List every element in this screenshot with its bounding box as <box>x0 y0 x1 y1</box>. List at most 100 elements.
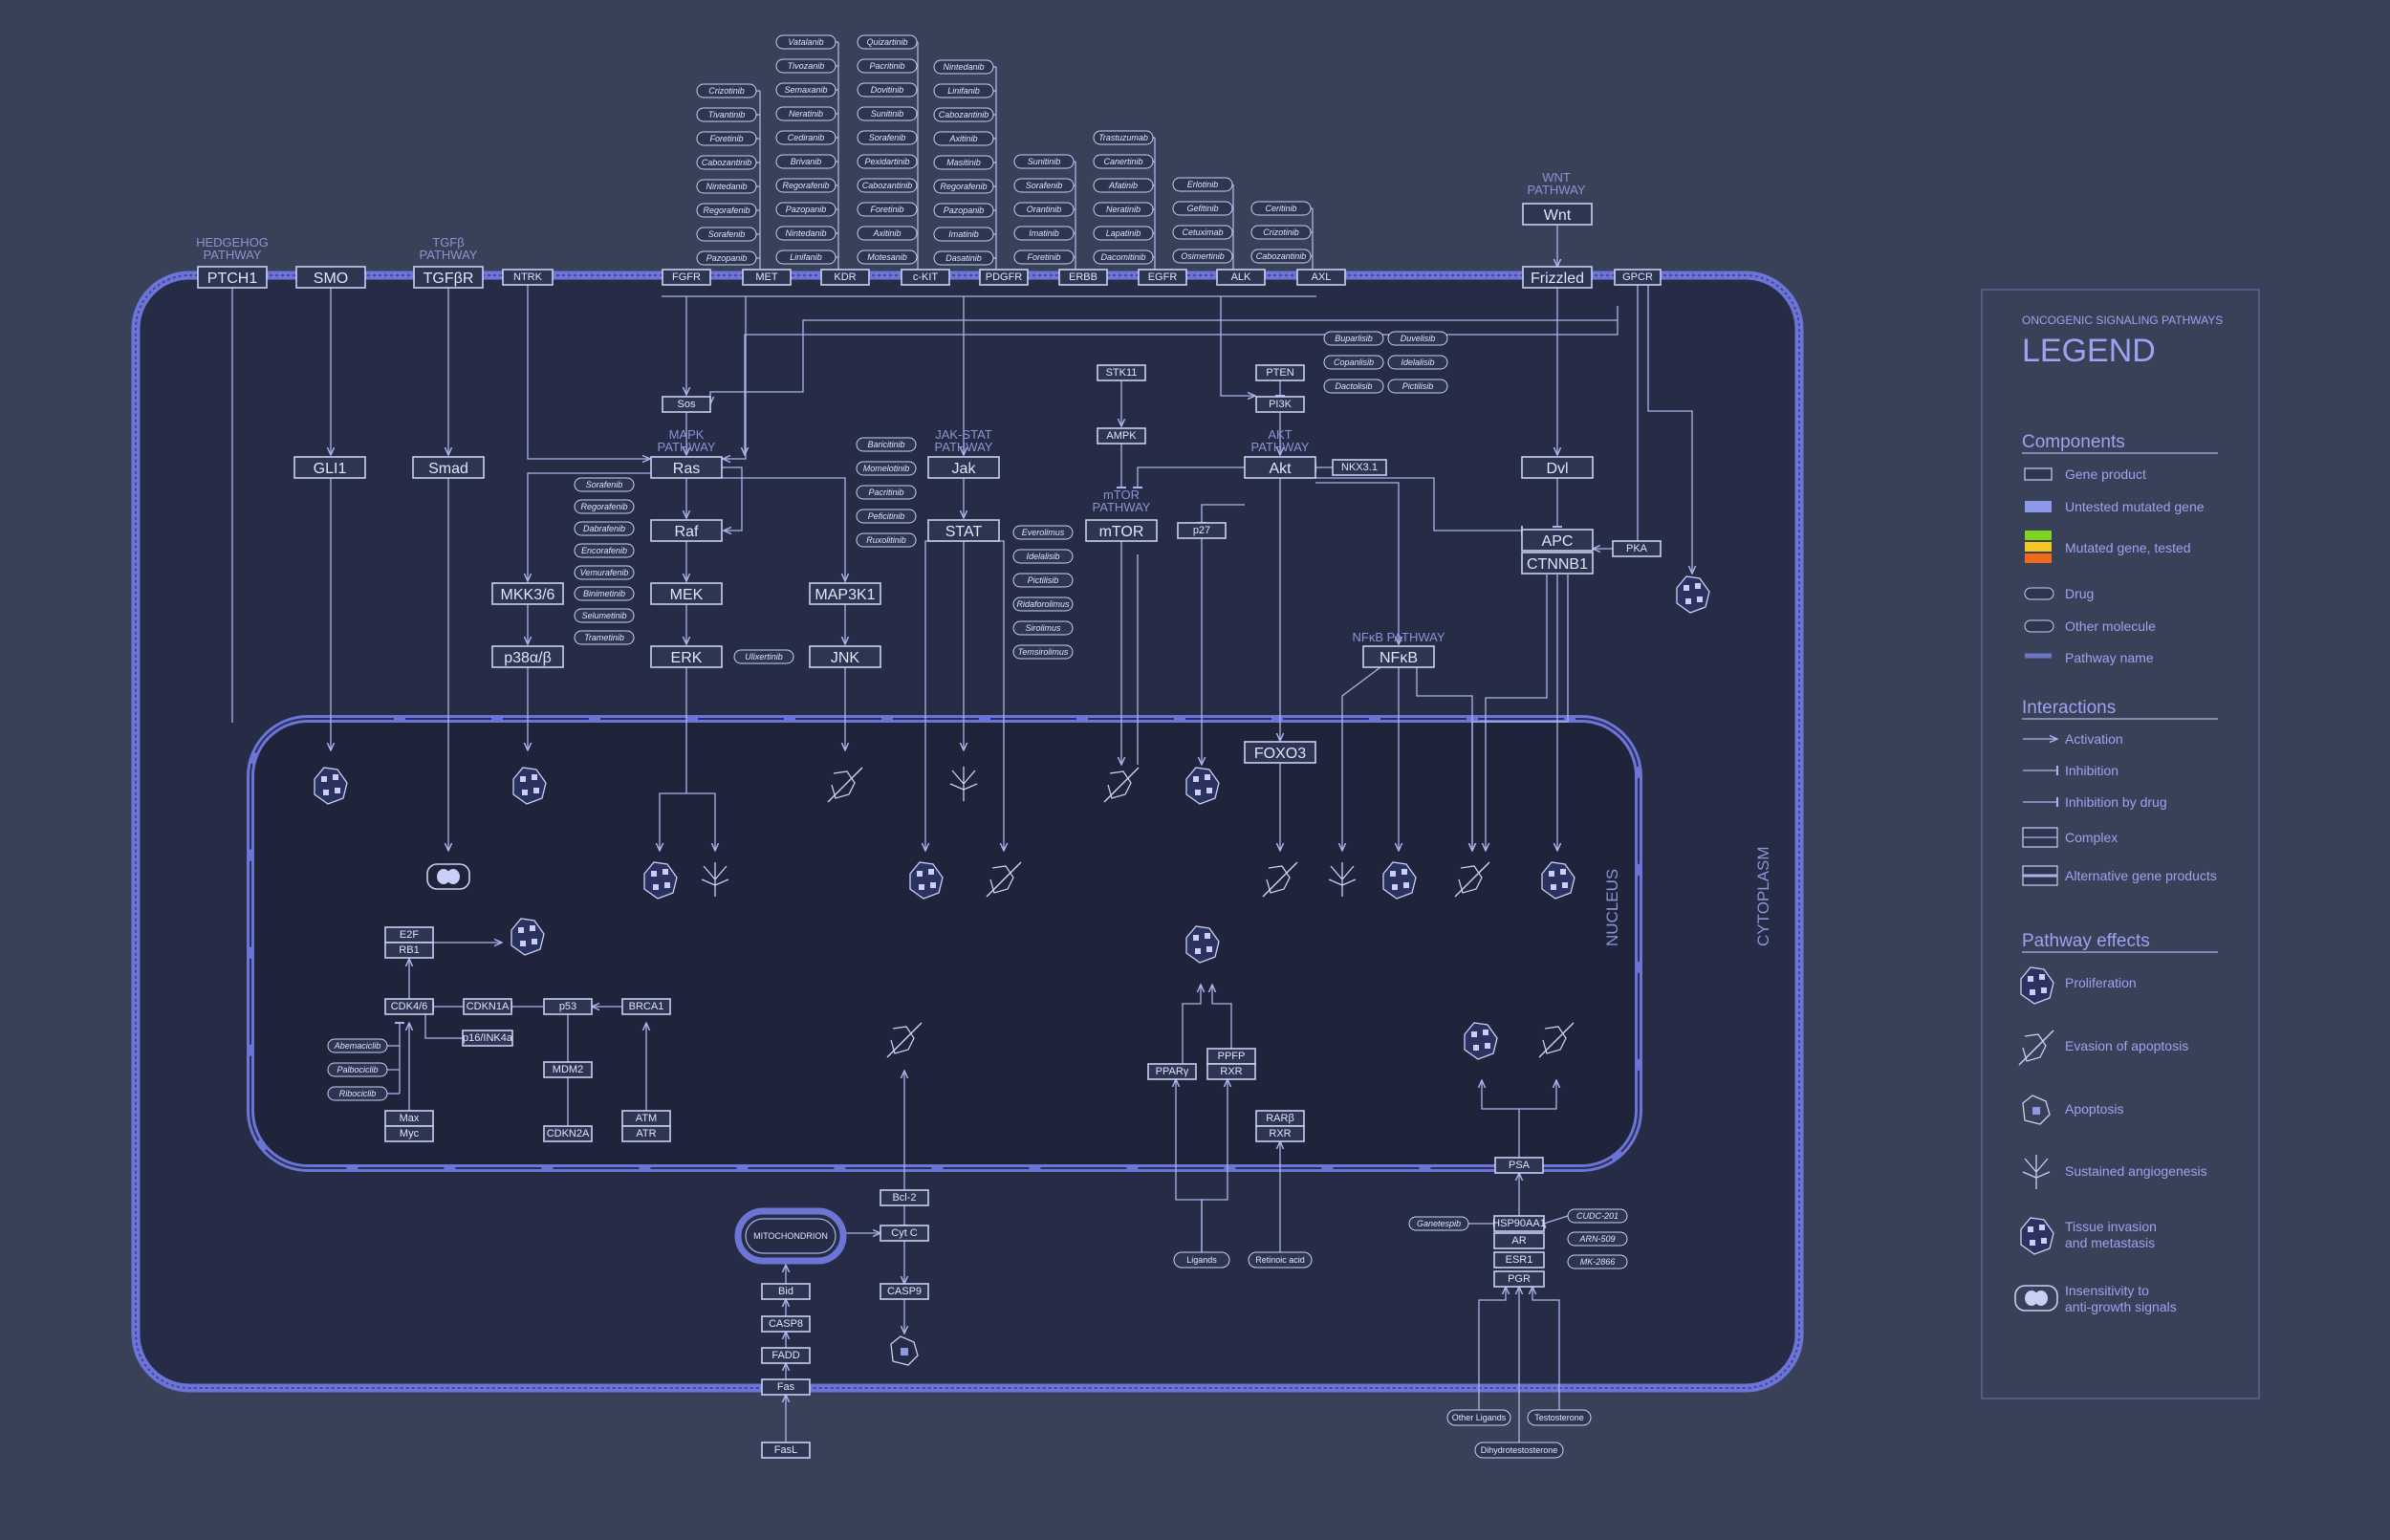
drug-selumetinib[interactable]: Selumetinib <box>574 608 635 623</box>
drug-pexidartinib[interactable]: Pexidartinib <box>857 154 918 169</box>
gene-myc[interactable]: Myc <box>384 1125 434 1142</box>
drug-sunitinib[interactable]: Sunitinib <box>857 106 918 121</box>
gene-gli1[interactable]: GLI1 <box>293 456 366 479</box>
drug-sorafenib[interactable]: Sorafenib <box>574 477 635 492</box>
drug-foretinib[interactable]: Foretinib <box>696 131 757 146</box>
gene-rxr[interactable]: RXR <box>1206 1063 1256 1080</box>
molecule-ligands[interactable]: Ligands <box>1173 1251 1230 1269</box>
gene-ctnnb1[interactable]: CTNNB1 <box>1521 552 1594 575</box>
gene-ntrk[interactable]: NTRK <box>502 269 554 286</box>
gene-ampk[interactable]: AMPK <box>1097 427 1146 445</box>
gene-rxr2[interactable]: RXR <box>1255 1125 1305 1142</box>
drug-linifanib[interactable]: Linifanib <box>775 249 836 265</box>
drug-gefitinib[interactable]: Gefitinib <box>1172 201 1233 216</box>
molecule-other_ligands[interactable]: Other Ligands <box>1446 1409 1511 1426</box>
drug-everolimus[interactable]: Everolimus <box>1012 525 1074 540</box>
drug-erlotinib[interactable]: Erlotinib <box>1172 177 1233 192</box>
gene-pparg[interactable]: PPARγ <box>1147 1063 1197 1080</box>
drug-motesanib[interactable]: Motesanib <box>857 249 918 265</box>
drug-pacritinib[interactable]: Pacritinib <box>856 485 917 500</box>
drug-crizotinib[interactable]: Crizotinib <box>696 83 757 98</box>
gene-tgfbr[interactable]: TGFβR <box>413 266 484 289</box>
drug-masitinib[interactable]: Masitinib <box>933 155 994 170</box>
gene-ar[interactable]: AR <box>1493 1232 1545 1249</box>
drug-sorafenib[interactable]: Sorafenib <box>1013 178 1075 193</box>
drug-sorafenib[interactable]: Sorafenib <box>696 227 757 242</box>
gene-nkx31[interactable]: NKX3.1 <box>1332 459 1387 476</box>
gene-rarb[interactable]: RARβ <box>1255 1110 1305 1127</box>
gene-rb1[interactable]: RB1 <box>384 942 434 959</box>
molecule-dht[interactable]: Dihydrotestosterone <box>1474 1442 1564 1459</box>
gene-atr[interactable]: ATR <box>621 1125 671 1142</box>
drug-trastuzumab[interactable]: Trastuzumab <box>1093 130 1154 145</box>
drug-momelotinib[interactable]: Momelotinib <box>856 461 917 476</box>
drug-dacomitinib[interactable]: Dacomitinib <box>1093 249 1154 265</box>
drug-duvelisib[interactable]: Duvelisib <box>1387 331 1448 346</box>
gene-casp9[interactable]: CASP9 <box>880 1283 929 1300</box>
gene-bid[interactable]: Bid <box>761 1283 811 1300</box>
gene-hsp90[interactable]: HSP90AA1 <box>1492 1215 1546 1232</box>
gene-met[interactable]: MET <box>742 269 792 286</box>
gene-fasl[interactable]: FasL <box>761 1442 811 1459</box>
drug-crizotinib[interactable]: Crizotinib <box>1250 225 1312 240</box>
drug-regorafenib[interactable]: Regorafenib <box>696 203 757 218</box>
drug-nintedanib[interactable]: Nintedanib <box>696 179 757 194</box>
drug-cabozantinib[interactable]: Cabozantinib <box>1250 249 1312 264</box>
drug-pazopanib[interactable]: Pazopanib <box>933 203 994 218</box>
drug-ulixertinib[interactable]: Ulixertinib <box>733 649 794 664</box>
gene-cdkn1a[interactable]: CDKN1A <box>463 998 512 1015</box>
drug-cabozantinib[interactable]: Cabozantinib <box>933 107 994 122</box>
drug-sunitinib[interactable]: Sunitinib <box>1013 154 1075 169</box>
drug-tivozanib[interactable]: Tivozanib <box>775 58 836 74</box>
gene-pten[interactable]: PTEN <box>1255 364 1305 381</box>
gene-brca1[interactable]: BRCA1 <box>621 998 671 1015</box>
drug-buparlisib[interactable]: Buparlisib <box>1323 331 1384 346</box>
drug-sirolimus[interactable]: Sirolimus <box>1012 620 1074 636</box>
drug-ruxolitinib[interactable]: Ruxolitinib <box>856 532 917 548</box>
drug-sorafenib[interactable]: Sorafenib <box>857 130 918 145</box>
drug-binimetinib[interactable]: Binimetinib <box>574 586 635 601</box>
molecule-retinoic[interactable]: Retinoic acid <box>1248 1251 1313 1269</box>
gene-frizzled[interactable]: Frizzled <box>1522 266 1593 289</box>
drug-arn-509[interactable]: ARN-509 <box>1567 1231 1628 1247</box>
gene-ras[interactable]: Ras <box>650 456 723 479</box>
gene-pka[interactable]: PKA <box>1612 540 1662 557</box>
gene-mtor[interactable]: mTOR <box>1085 519 1158 542</box>
gene-mdm2[interactable]: MDM2 <box>543 1061 593 1078</box>
drug-pazopanib[interactable]: Pazopanib <box>775 202 836 217</box>
drug-afatinib[interactable]: Afatinib <box>1093 178 1154 193</box>
gene-wnt[interactable]: Wnt <box>1522 203 1593 226</box>
gene-axl[interactable]: AXL <box>1296 269 1346 286</box>
drug-neratinib[interactable]: Neratinib <box>775 106 836 121</box>
drug-foretinib[interactable]: Foretinib <box>857 202 918 217</box>
drug-canertinib[interactable]: Canertinib <box>1093 154 1154 169</box>
drug-semaxanib[interactable]: Semaxanib <box>775 82 836 98</box>
drug-ceritinib[interactable]: Ceritinib <box>1250 201 1312 216</box>
drug-idelalisib[interactable]: Idelalisib <box>1012 549 1074 564</box>
drug-tivantinib[interactable]: Tivantinib <box>696 107 757 122</box>
gene-raf[interactable]: Raf <box>650 519 723 542</box>
drug-linifanib[interactable]: Linifanib <box>933 83 994 98</box>
gene-cdkn2a[interactable]: CDKN2A <box>543 1125 593 1142</box>
gene-ptch1[interactable]: PTCH1 <box>197 266 268 289</box>
gene-fadd[interactable]: FADD <box>761 1347 811 1364</box>
gene-cdk46[interactable]: CDK4/6 <box>384 998 434 1015</box>
drug-cabozantinib[interactable]: Cabozantinib <box>696 155 757 170</box>
gene-alk[interactable]: ALK <box>1216 269 1266 286</box>
gene-psa[interactable]: PSA <box>1494 1157 1544 1174</box>
drug-pacritinib[interactable]: Pacritinib <box>857 58 918 74</box>
gene-apc[interactable]: APC <box>1521 529 1594 552</box>
drug-pictilisib[interactable]: Pictilisib <box>1387 379 1448 394</box>
drug-imatinib[interactable]: Imatinib <box>1013 226 1075 241</box>
drug-orantinib[interactable]: Orantinib <box>1013 202 1075 217</box>
gene-nfkb[interactable]: NFκB <box>1362 645 1435 668</box>
gene-cytc[interactable]: Cyt C <box>880 1225 929 1242</box>
drug-ribociclib[interactable]: Ribociclib <box>327 1086 388 1101</box>
gene-ppfp[interactable]: PPFP <box>1206 1048 1256 1065</box>
gene-stat[interactable]: STAT <box>927 519 1000 542</box>
drug-pazopanib[interactable]: Pazopanib <box>696 250 757 266</box>
drug-palbociclib[interactable]: Palbociclib <box>327 1062 388 1077</box>
drug-foretinib[interactable]: Foretinib <box>1013 249 1075 265</box>
drug-dovitinib[interactable]: Dovitinib <box>857 82 918 98</box>
drug-baricitinib[interactable]: Baricitinib <box>856 437 917 452</box>
